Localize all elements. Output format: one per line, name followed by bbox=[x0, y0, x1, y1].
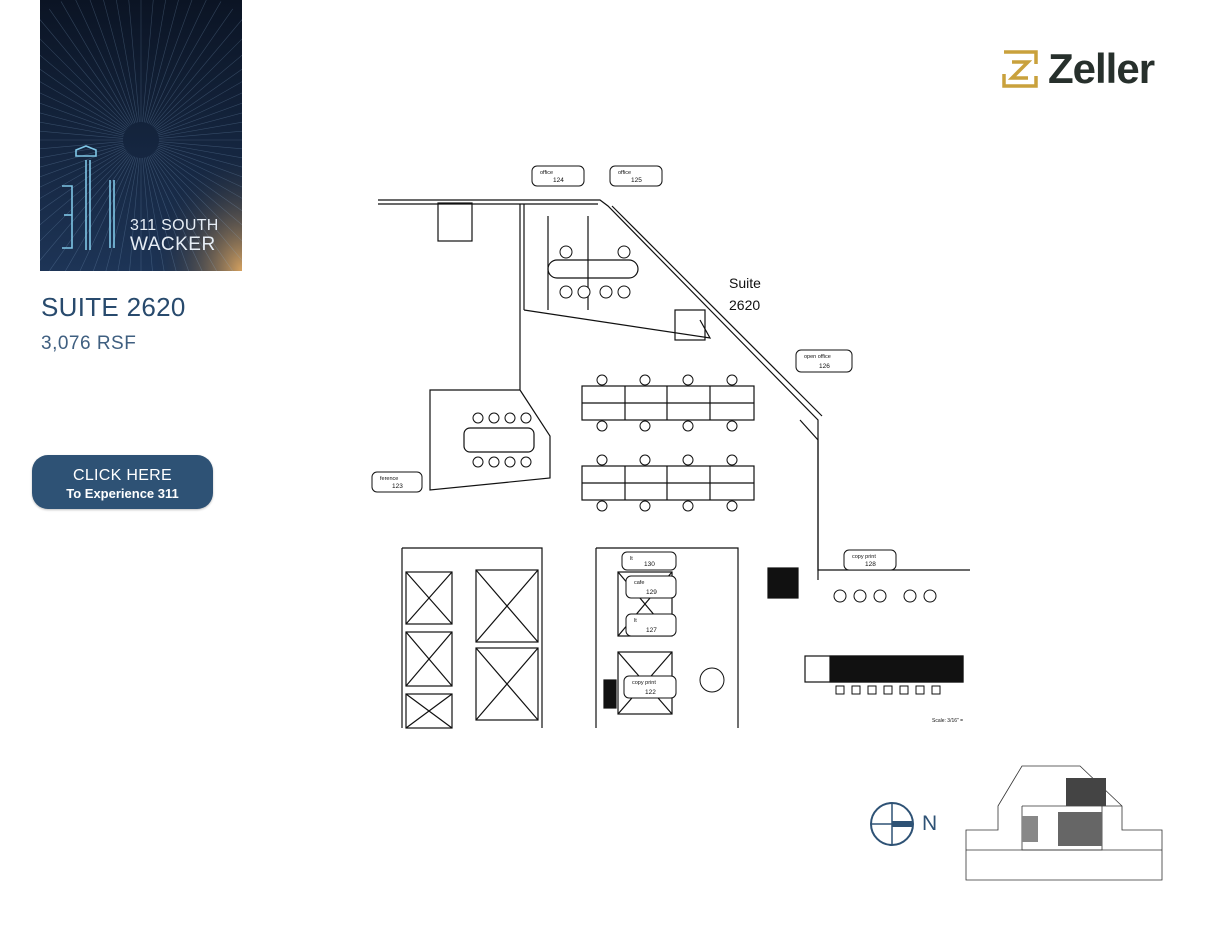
room-number: 129 bbox=[646, 589, 657, 596]
compass-icon bbox=[870, 802, 914, 846]
suite-plan-label-line2: 2620 bbox=[729, 297, 761, 313]
key-plan-thumbnail bbox=[965, 765, 1163, 881]
room-number: 130 bbox=[644, 561, 655, 568]
building-brand-card: 311 SOUTH WACKER bbox=[40, 0, 242, 271]
room-name: cafe bbox=[634, 580, 644, 586]
room-name: ference bbox=[380, 476, 398, 482]
building-name-line1: 311 SOUTH bbox=[130, 217, 219, 234]
room-name: lt bbox=[634, 618, 637, 624]
room-name: office bbox=[540, 170, 553, 176]
zeller-logo: Zeller bbox=[1002, 45, 1172, 92]
room-name: office bbox=[618, 170, 631, 176]
compass-direction-label: N bbox=[922, 812, 938, 835]
room-tag: lt 127 bbox=[625, 613, 677, 637]
building-name-line2: WACKER bbox=[130, 234, 216, 255]
suite-area: 3,076 RSF bbox=[41, 333, 137, 354]
room-name: copy print bbox=[852, 554, 876, 560]
zeller-wordmark: Zeller bbox=[1048, 45, 1155, 92]
room-number: 122 bbox=[645, 689, 656, 696]
room-number: 127 bbox=[646, 627, 657, 634]
scale-note: Scale: 3/16" = bbox=[932, 718, 963, 724]
cta-sublabel: To Experience 311 bbox=[66, 486, 179, 501]
suite-title: SUITE 2620 bbox=[41, 292, 186, 322]
suite-plan-label-line1: Suite bbox=[729, 275, 761, 291]
room-number: 124 bbox=[553, 177, 564, 184]
brand-numerals-icon bbox=[62, 145, 115, 250]
room-number: 125 bbox=[631, 177, 642, 184]
room-name: lt bbox=[630, 556, 633, 562]
room-tag: lt 130 bbox=[621, 551, 677, 571]
room-name: copy print bbox=[632, 680, 656, 686]
room-tag: open office 126 bbox=[795, 349, 853, 373]
building-name: 311 SOUTH WACKER bbox=[130, 216, 219, 254]
room-number: 126 bbox=[819, 363, 830, 370]
room-name: open office bbox=[804, 354, 831, 360]
cta-label: CLICK HERE bbox=[72, 467, 173, 484]
room-tag: copy print 122 bbox=[623, 675, 677, 699]
zeller-mark-icon bbox=[1002, 50, 1038, 88]
room-number: 128 bbox=[865, 561, 876, 568]
starburst-graphic bbox=[40, 0, 242, 271]
experience-311-button[interactable]: CLICK HERE To Experience 311 bbox=[32, 455, 213, 509]
suite-plan-label: Suite 2620 bbox=[729, 272, 761, 316]
room-number: 123 bbox=[392, 483, 403, 490]
